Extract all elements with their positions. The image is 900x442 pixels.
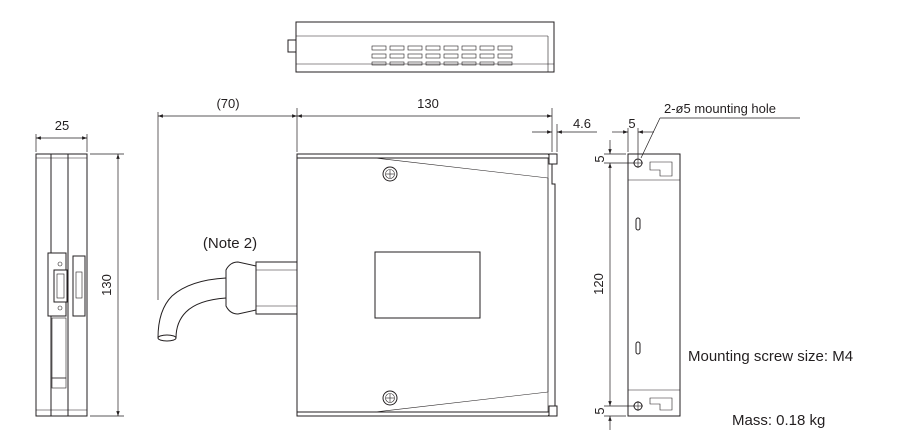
hole-offset-x-value: 5	[628, 116, 635, 131]
hole-pitch-value: 120	[591, 273, 606, 295]
top-view-vent-slots	[371, 45, 513, 66]
side-view	[35, 153, 88, 417]
cable-boot	[225, 261, 257, 315]
front-bottom-clip	[548, 405, 558, 417]
cable-assembly: (Note 2)	[157, 235, 298, 342]
front-label-window	[374, 251, 481, 319]
mounting-hole-callout: 2-ø5 mounting hole	[640, 101, 800, 159]
hole-offset-bottom-value: 5	[592, 407, 607, 414]
hole-pitch-dimension: 5 120 5	[591, 140, 634, 430]
cable-connector-shell	[255, 261, 298, 315]
top-mounting-hole	[633, 158, 643, 168]
side-height-dimension: 130	[90, 153, 124, 417]
cable-note-label: (Note 2)	[203, 235, 257, 252]
front-top-screw	[382, 166, 398, 182]
cable-length-dimension: (70)	[157, 96, 298, 300]
cable-length-value: (70)	[216, 96, 239, 111]
body-length-dimension: 130	[297, 96, 553, 152]
top-view	[287, 21, 555, 73]
flange-offset-dimension: 4.6	[532, 116, 597, 152]
side-width-value: 25	[55, 118, 69, 133]
front-bottom-screw	[382, 390, 398, 406]
top-view-body	[295, 21, 555, 73]
hole-offset-top-value: 5	[592, 155, 607, 162]
screw-size-note: Mounting screw size: M4	[688, 348, 853, 365]
side-dsub-connector	[53, 269, 68, 303]
mounting-view	[627, 153, 681, 417]
side-height-value: 130	[99, 274, 114, 296]
mounting-plate	[627, 153, 681, 417]
body-length-value: 130	[417, 96, 439, 111]
mounting-hole-label: 2-ø5 mounting hole	[664, 101, 776, 116]
front-view	[296, 153, 558, 417]
lower-slot	[635, 341, 641, 355]
side-terminal-block	[72, 255, 86, 317]
top-view-tab	[287, 39, 297, 53]
mass-note: Mass: 0.18 kg	[732, 412, 825, 429]
flange-offset-value: 4.6	[573, 116, 591, 131]
side-width-dimension: 25	[35, 118, 88, 152]
front-top-clip	[548, 153, 558, 165]
cable-end	[157, 334, 177, 342]
upper-slot	[635, 217, 641, 231]
hole-offset-x-dimension: 5	[612, 116, 654, 158]
